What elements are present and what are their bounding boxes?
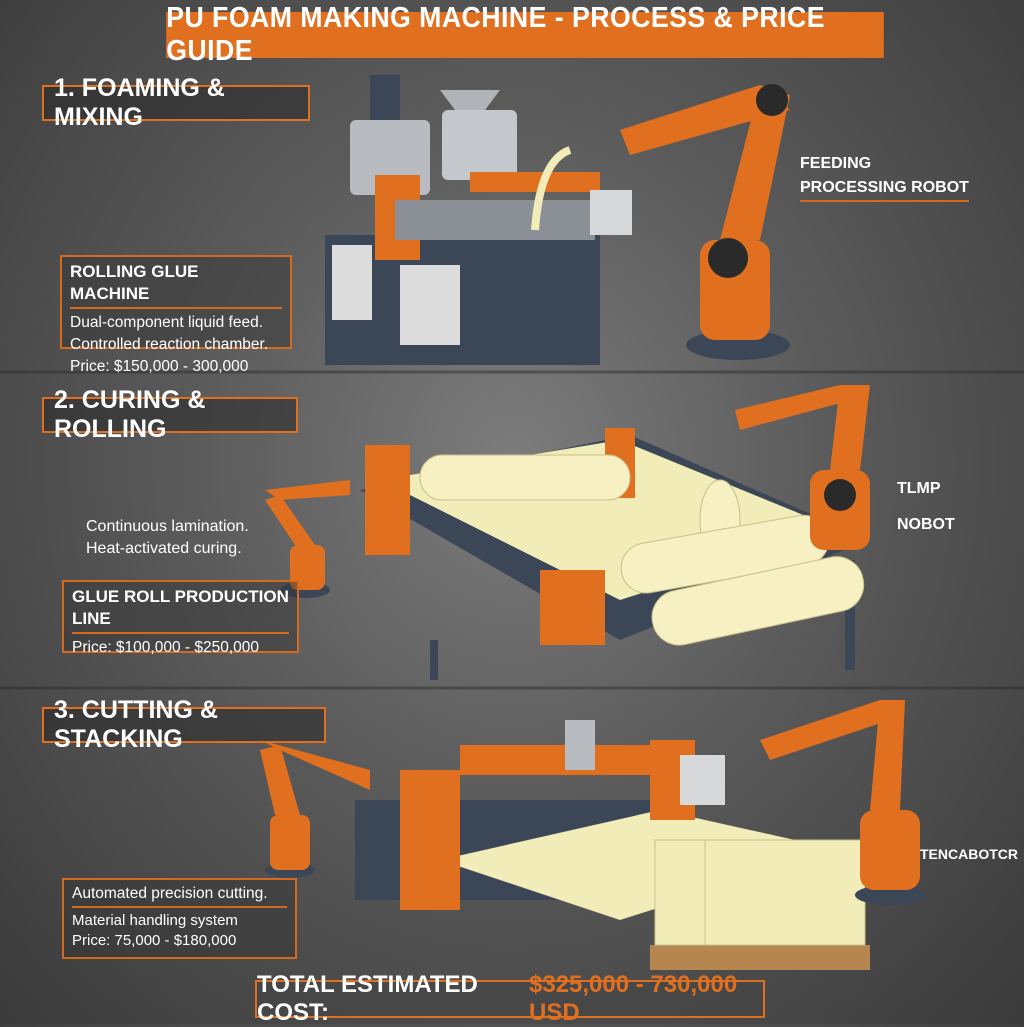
curing-robot-arms	[265, 385, 870, 598]
glue-roll-production-line-image	[360, 428, 870, 680]
info-line: Dual-component liquid feed.	[70, 314, 264, 331]
note-line: Continuous lamination.	[86, 518, 249, 535]
cutting-robot-arms	[260, 700, 925, 905]
glue-roll-line-info: GLUE ROLL PRODUCTION LINE Price: $100,00…	[62, 580, 299, 656]
robot-label-tlmp: TLMP	[897, 480, 941, 497]
price-line: Price: $100,000 - $250,000	[72, 639, 259, 656]
note-line: Heat-activated curing.	[86, 540, 242, 557]
info-title: ROLLING GLUE MACHINE	[70, 261, 282, 309]
divider-lines	[0, 370, 1024, 690]
feeding-robot-label: FEEDING PROCESSING ROBOT	[800, 152, 969, 202]
robot-label-line: PROCESSING ROBOT	[800, 176, 969, 202]
section-3-heading: 3. CUTTING & STACKING	[42, 696, 326, 753]
rolling-glue-machine-info: ROLLING GLUE MACHINE Dual-component liqu…	[60, 255, 292, 375]
price-line: Price: $150,000 - 300,000	[70, 358, 249, 375]
total-cost-banner: TOTAL ESTIMATED COST: $325,000 - 730,000…	[255, 971, 765, 1026]
section-2-heading: 2. CURING & ROLLING	[42, 386, 298, 443]
info-title: GLUE ROLL PRODUCTION LINE	[72, 586, 289, 634]
price-line: Price: 75,000 - $180,000	[72, 932, 237, 949]
page-title: PU FOAM MAKING MACHINE - PROCESS & PRICE…	[166, 2, 884, 67]
total-label: TOTAL ESTIMATED COST:	[257, 971, 478, 1026]
robot-label-nobot: NOBOT	[897, 516, 955, 533]
cutting-info: Automated precision cutting. Material ha…	[62, 878, 297, 959]
section-1-heading: 1. FOAMING & MIXING	[42, 74, 310, 131]
robot-label-tencabotcr: TENCABOTCR	[920, 846, 1018, 862]
info-title: Automated precision cutting.	[72, 884, 287, 908]
cutting-stacking-machine-image	[355, 720, 870, 970]
rolling-glue-machine-image	[325, 75, 632, 365]
robot-label-line: FEEDING	[800, 155, 872, 172]
info-line: Controlled reaction chamber.	[70, 336, 269, 353]
info-line: Material handling system	[72, 912, 238, 929]
curing-notes: Continuous lamination. Heat-activated cu…	[86, 516, 249, 560]
total-value: $325,000 - 730,000 USD	[529, 971, 738, 1026]
feeding-robot-arm	[620, 84, 790, 360]
